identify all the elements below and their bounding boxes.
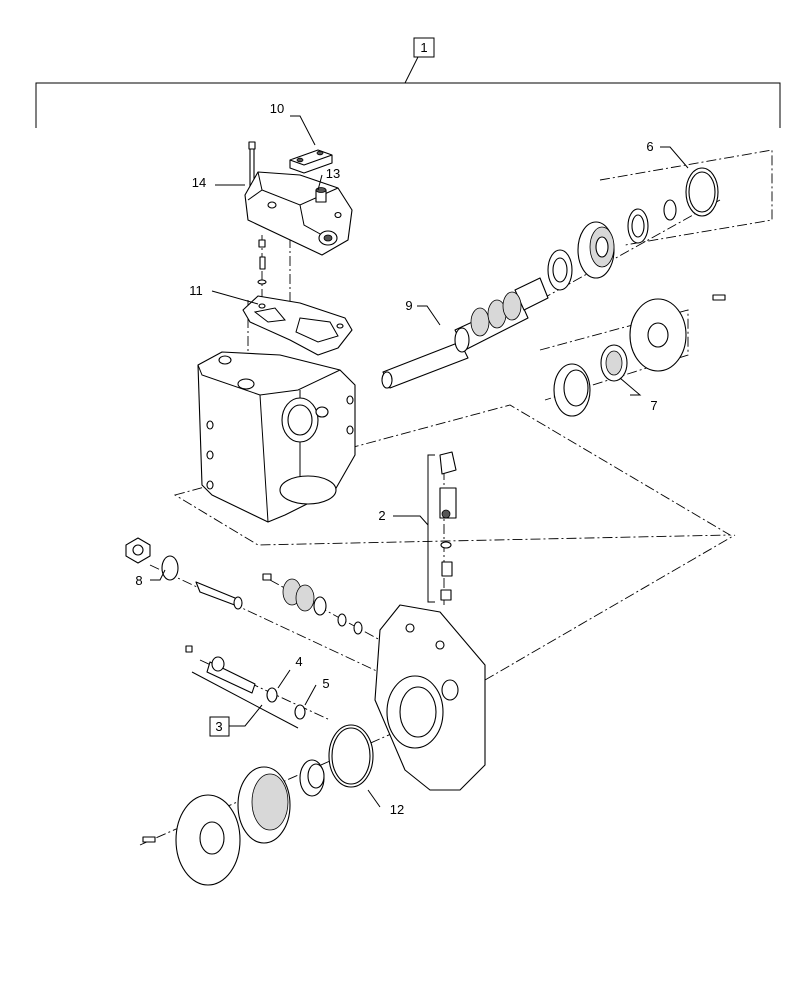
callout-9[interactable]: 9 <box>405 298 412 313</box>
callout-7[interactable]: 7 <box>650 398 657 413</box>
part-5-o-ring <box>294 704 306 720</box>
gear-lower <box>237 766 291 844</box>
callout-14[interactable]: 14 <box>192 175 206 190</box>
cover-plate-lower <box>175 794 241 886</box>
callout-1[interactable]: 1 <box>420 40 427 55</box>
callout-box-1[interactable] <box>413 37 435 58</box>
part-10-retainer-bar <box>289 149 333 174</box>
callout-leaders <box>150 115 689 808</box>
callout-5[interactable]: 5 <box>322 676 329 691</box>
shaft-bearing-set <box>547 199 677 291</box>
callout-3[interactable]: 3 <box>215 719 222 734</box>
callout-12[interactable]: 12 <box>390 802 404 817</box>
callout-13[interactable]: 13 <box>326 166 340 181</box>
callout-4[interactable]: 4 <box>295 654 302 669</box>
gear-set-left <box>262 573 363 635</box>
part-9-drive-shaft <box>381 277 549 389</box>
part-2-relief-valve <box>427 451 457 603</box>
bearing-right <box>553 363 591 417</box>
part-13-plug <box>315 187 327 203</box>
part-3-subassembly <box>185 645 299 729</box>
cover-plate-right <box>629 294 726 372</box>
part-12-o-ring <box>328 724 374 788</box>
assembly-bracket <box>35 82 781 128</box>
control-spool <box>195 581 243 610</box>
callout-10[interactable]: 10 <box>270 101 284 116</box>
callout-box-3[interactable] <box>209 716 230 737</box>
callout-8[interactable]: 8 <box>135 573 142 588</box>
callout-11[interactable]: 11 <box>189 283 203 298</box>
part-8-retaining-ring <box>161 555 179 581</box>
pump-housing <box>197 351 356 523</box>
part-11-gasket <box>242 295 353 356</box>
callout-2[interactable]: 2 <box>378 508 385 523</box>
end-cover-housing <box>374 604 486 791</box>
part-6-snap-ring <box>685 167 719 217</box>
bearing-lower <box>299 759 325 797</box>
cover-small-parts <box>257 239 267 285</box>
callout-6[interactable]: 6 <box>646 139 653 154</box>
plate-bolt <box>142 836 156 843</box>
part-7-seal <box>600 344 628 382</box>
lock-nut <box>125 537 151 564</box>
part-4-o-ring <box>266 687 278 703</box>
